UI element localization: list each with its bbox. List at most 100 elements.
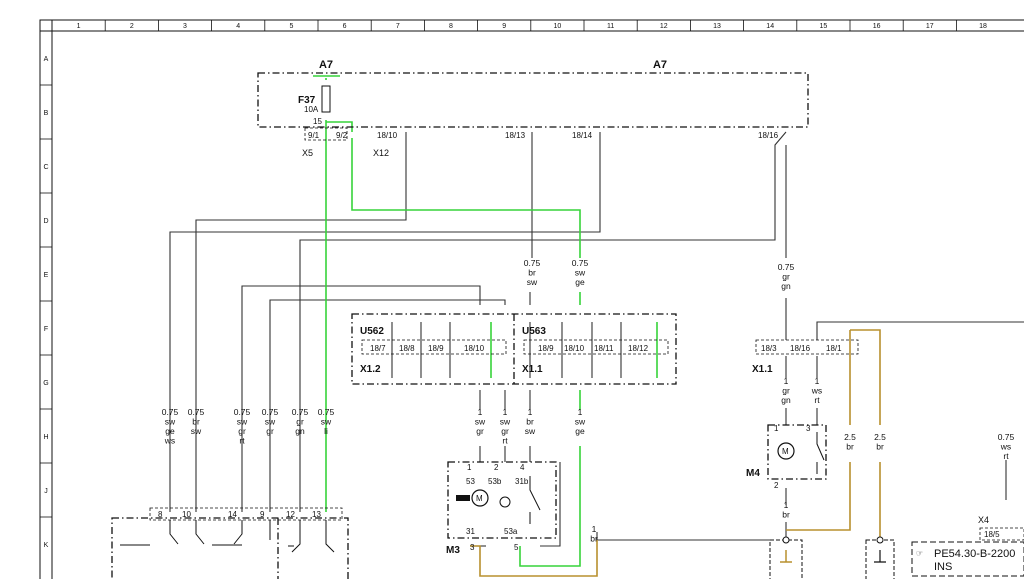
reference-code-line2: INS — [934, 561, 952, 573]
x4-label: X4 — [978, 515, 989, 525]
column-label-13: 13 — [713, 23, 721, 30]
wire-label-br25a-0: 2.5 — [844, 432, 856, 442]
wire-label-wsrt-1: ws — [1000, 442, 1011, 452]
x1-1-right-label: X1.1 — [752, 364, 773, 375]
a7-module: A7 A7 F37 10A 15 9/1 9/2 18/10 18/13 18/… — [257, 59, 809, 158]
wire-label-m4b-2: rt — [814, 395, 820, 405]
reference-icon: ☞ — [916, 549, 923, 558]
m4-pin-3: 3 — [806, 424, 811, 433]
svg-text:M: M — [476, 494, 483, 503]
wire-label-m3b-0: 1 — [503, 407, 508, 417]
wire-label-m3d-1: sw — [575, 417, 586, 427]
wire-label-m4a-0: 1 — [784, 376, 789, 386]
wire-label-c-0: 0.75 — [778, 262, 795, 272]
fuse-f37-label: F37 — [298, 95, 316, 106]
x1-1-pin-18-16: 18/16 — [790, 344, 811, 353]
x4-pin: 18/5 — [984, 530, 1000, 539]
u562-pin-18-8: 18/8 — [399, 344, 415, 353]
m3-pin-1: 1 — [467, 463, 472, 472]
fuse-f37-pin: 15 — [313, 117, 322, 126]
u562-u563-module: U562 U563 X1.2 X1.1 18/7 18/8 18/9 18/10… — [351, 313, 677, 385]
m3-pin-4: 4 — [520, 463, 525, 472]
x1-1-pin-18-1: 18/1 — [826, 344, 842, 353]
wire-label-sw4-1: sw — [265, 417, 276, 427]
wire-label-sw2-2: sw — [191, 426, 202, 436]
m4-motor-symbol — [777, 442, 795, 460]
column-label-4: 4 — [236, 23, 240, 30]
a7-pin-18-14: 18/14 — [572, 131, 593, 140]
wire-label-m3bot-1: br — [590, 534, 598, 544]
wire-label-b-0: 0.75 — [572, 258, 589, 268]
column-label-3: 3 — [183, 23, 187, 30]
a7-label-left: A7 — [319, 59, 333, 71]
wire-label-a-1: br — [528, 268, 536, 278]
switch-pin-14: 14 — [228, 510, 237, 519]
m4-motor: M 1 3 2 M4 — [746, 424, 827, 490]
green-wires — [313, 75, 658, 567]
wire-label-m4a-2: gn — [781, 395, 791, 405]
column-label-10: 10 — [554, 23, 562, 30]
u562-label: U562 — [360, 326, 384, 337]
m3-term-31b: 31b — [515, 477, 529, 486]
connector-x5-label: X5 — [302, 148, 313, 158]
wires — [169, 131, 1024, 547]
wire-label-m3a-1: sw — [475, 417, 486, 427]
u563-pin-18-9: 18/9 — [538, 344, 554, 353]
svg-text:M: M — [782, 447, 789, 456]
switch-pin-13: 13 — [312, 510, 321, 519]
column-label-2: 2 — [130, 23, 134, 30]
row-label-G: G — [43, 380, 48, 387]
wire-label-sw2-0: 0.75 — [188, 407, 205, 417]
wire-label-c-1: gr — [782, 272, 790, 282]
row-label-A: A — [44, 56, 49, 63]
wire-label-sw1-1: sw — [165, 417, 176, 427]
switch-pin-10: 10 — [182, 510, 191, 519]
switch-pin-8: 8 — [158, 510, 163, 519]
m3-motor-symbol — [471, 489, 489, 507]
a7-pin-9-2: 9/2 — [336, 131, 348, 140]
wire-label-sw3-1: sw — [237, 417, 248, 427]
m4-pin-1: 1 — [774, 424, 779, 433]
wire-label-m3d-0: 1 — [578, 407, 583, 417]
row-label-J: J — [44, 488, 48, 495]
wire-label-m4b-0: 1 — [815, 376, 820, 386]
column-label-12: 12 — [660, 23, 668, 30]
wire-label-sw5-1: gr — [296, 417, 304, 427]
wire-label-m3c-0: 1 — [528, 407, 533, 417]
wire-label-m3c-1: br — [526, 417, 534, 427]
wire-label-sw6-0: 0.75 — [318, 407, 335, 417]
wire-label-m3b-2: gr — [501, 426, 509, 436]
brown-wires — [470, 329, 881, 577]
wire-label-br25b-0: 2.5 — [874, 432, 886, 442]
column-label-1: 1 — [77, 23, 81, 30]
column-label-14: 14 — [766, 23, 774, 30]
switch-pin-12: 12 — [286, 510, 295, 519]
m4-pin-2: 2 — [774, 481, 779, 490]
m3-term-53b: 53b — [488, 477, 502, 486]
connector-x12-label: X12 — [373, 148, 389, 158]
m3-pin-5: 5 — [514, 543, 519, 552]
fuse-f37-symbol — [321, 85, 331, 113]
u562-pin-18-10: 18/10 — [464, 344, 485, 353]
u562-pin-18-7: 18/7 — [370, 344, 386, 353]
m3-label: M3 — [446, 545, 460, 556]
column-label-11: 11 — [607, 23, 614, 30]
wire-label-sw3-0: 0.75 — [234, 407, 251, 417]
wire-label-sw4-2: gr — [266, 426, 274, 436]
wire-label-sw2-1: br — [192, 417, 200, 427]
wire-label-sw6-1: sw — [321, 417, 332, 427]
wire-label-sw5-0: 0.75 — [292, 407, 309, 417]
x1-2-label: X1.2 — [360, 364, 381, 375]
row-label-K: K — [44, 542, 49, 549]
wire-label-m4bot-0: 1 — [784, 500, 789, 510]
row-label-H: H — [43, 434, 48, 441]
wire-label-m4bot-1: br — [782, 510, 790, 520]
a7-label-right: A7 — [653, 59, 667, 71]
fuse-f37-rating: 10A — [304, 105, 319, 114]
a7-pin-18-10: 18/10 — [377, 131, 398, 140]
row-label-E: E — [44, 272, 49, 279]
wire-label-m3a-0: 1 — [478, 407, 483, 417]
m3-pin-2: 2 — [494, 463, 499, 472]
